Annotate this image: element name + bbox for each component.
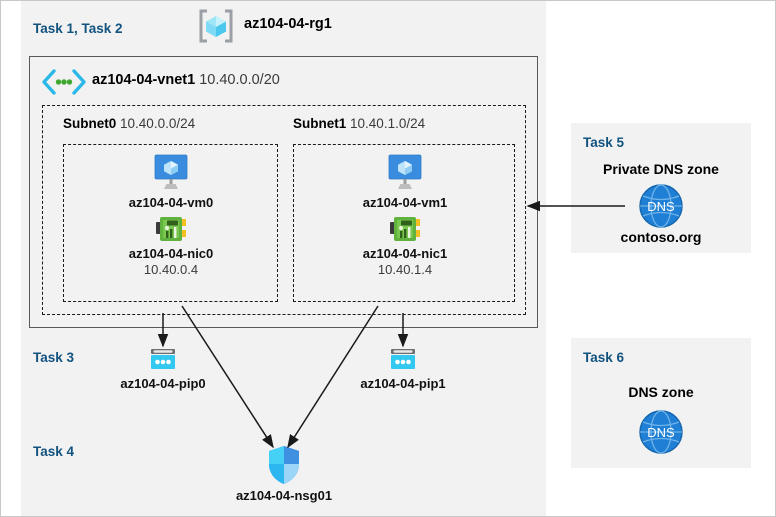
dns-zone-title: DNS zone: [628, 384, 694, 400]
subnet0-box: az104-04-vm0: [63, 144, 278, 302]
virtual-network-title: az104-04-vnet1 10.40.0.0/20: [92, 72, 280, 88]
subnet0-cidr: 10.40.0.0/24: [120, 116, 196, 131]
task-label-3: Task 3: [33, 350, 75, 365]
subnet1-cidr: 10.40.1.0/24: [350, 116, 426, 131]
nic0-name: az104-04-nic0: [128, 246, 214, 261]
network-interface-icon: [325, 214, 485, 244]
network-security-group-icon: [204, 444, 364, 486]
virtual-network-name: az104-04-vnet1: [92, 72, 196, 88]
nic1-ip: 10.40.1.4: [377, 262, 433, 277]
subnets-group: Subnet0 10.40.0.0/24: [42, 105, 526, 315]
pip0-node: az104-04-pip0: [83, 346, 243, 391]
subnet1-label: Subnet1 10.40.1.0/24: [293, 116, 425, 131]
pip1-name: az104-04-pip1: [360, 376, 446, 391]
nsg-node: az104-04-nsg01: [204, 444, 364, 503]
svg-text:DNS: DNS: [647, 425, 675, 440]
task-label-5: Task 5: [583, 135, 625, 150]
private-dns-zone-title: Private DNS zone: [603, 161, 719, 177]
public-ip-address-icon: [323, 346, 483, 374]
virtual-network-box: az104-04-vnet1 10.40.0.0/20 Subnet0 10.4…: [29, 56, 538, 328]
task3-panel: [21, 338, 546, 403]
resource-group-name: az104-04-rg1: [244, 16, 332, 32]
pip1-node: az104-04-pip1: [323, 346, 483, 391]
task-label-4: Task 4: [33, 444, 75, 459]
pip0-name: az104-04-pip0: [120, 376, 206, 391]
nic1-name: az104-04-nic1: [362, 246, 448, 261]
dns-zone-icon: DNS: [571, 183, 751, 229]
task-label-6: Task 6: [583, 350, 625, 365]
network-interface-icon: [91, 214, 251, 244]
resource-group-icon: [198, 9, 234, 43]
vm0-name: az104-04-vm0: [128, 195, 214, 210]
subnet1-name: Subnet1: [293, 116, 347, 131]
virtual-machine-icon: [91, 153, 251, 193]
subnet1-box: az104-04-vm1: [293, 144, 515, 302]
dns-zone-icon: DNS: [571, 409, 751, 455]
virtual-machine-icon: [325, 153, 485, 193]
virtual-network-icon: [42, 69, 86, 95]
vm1-name: az104-04-vm1: [362, 195, 448, 210]
vm1-node: az104-04-vm1: [325, 153, 485, 277]
private-dns-zone-name: contoso.org: [620, 229, 702, 245]
nic0-ip: 10.40.0.4: [143, 262, 199, 277]
virtual-network-cidr: 10.40.0.0/20: [199, 72, 280, 88]
subnet0-name: Subnet0: [63, 116, 117, 131]
subnet0-label: Subnet0 10.40.0.0/24: [63, 116, 195, 131]
svg-text:DNS: DNS: [647, 199, 675, 214]
task-label-1-2: Task 1, Task 2: [33, 21, 123, 36]
nsg-name: az104-04-nsg01: [235, 488, 333, 503]
vm0-node: az104-04-vm0: [91, 153, 251, 277]
public-ip-address-icon: [83, 346, 243, 374]
